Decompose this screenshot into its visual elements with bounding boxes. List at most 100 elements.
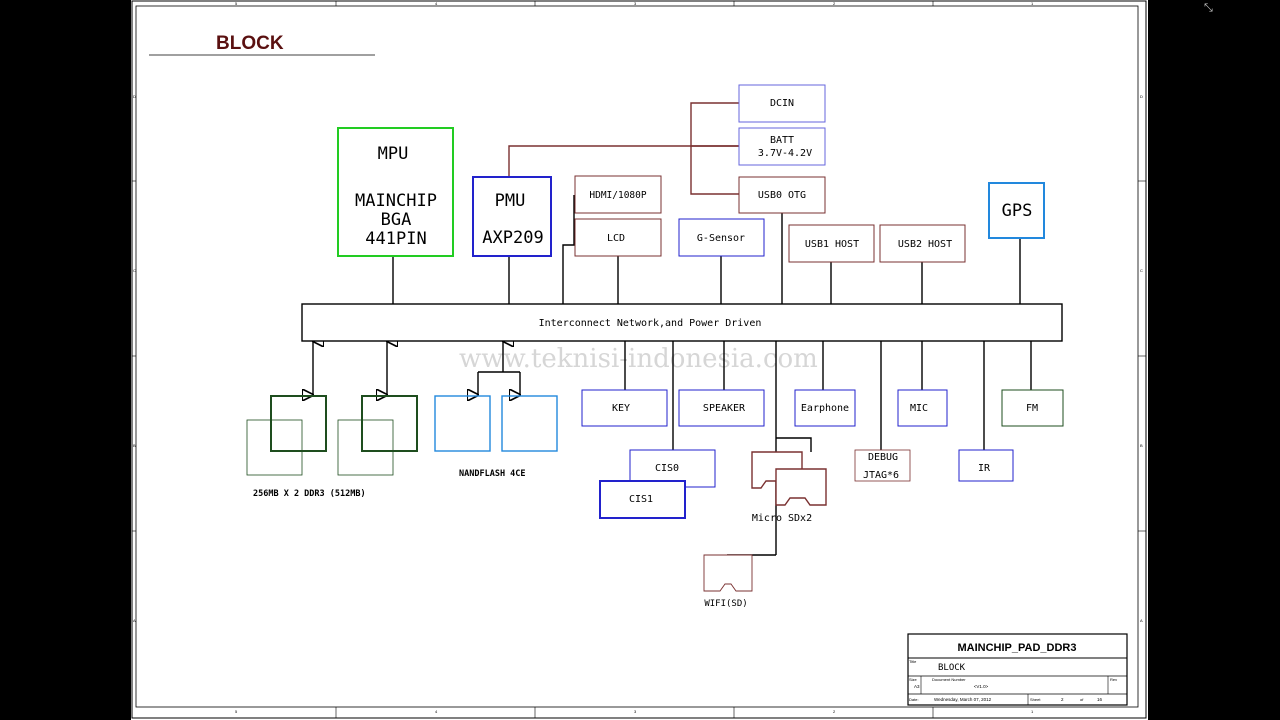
- col-marker: 4: [435, 1, 438, 6]
- col-marker: 5: [235, 1, 238, 6]
- usb1-host-label: USB1 HOST: [805, 239, 859, 250]
- dcin-label: DCIN: [770, 98, 794, 109]
- size-value: A3: [914, 684, 920, 689]
- col-marker: 5: [235, 709, 238, 714]
- usb1-host-block: USB1 HOST: [788, 224, 875, 263]
- gps-block: GPS: [988, 182, 1045, 239]
- title-field-label: Title: [909, 659, 917, 664]
- batt-label: BATT: [770, 135, 794, 146]
- nandflash-label: NANDFLASH 4CE: [459, 469, 526, 479]
- lcd-label: LCD: [607, 233, 625, 244]
- bus-wires: [392, 195, 1032, 556]
- earphone-block: Earphone: [794, 389, 856, 427]
- row-marker: A: [1140, 618, 1143, 623]
- bus-label: Interconnect Network,and Power Driven: [539, 318, 762, 329]
- cis0-label: CIS0: [655, 463, 679, 474]
- row-marker: D: [1140, 94, 1143, 99]
- fm-block: FM: [1001, 389, 1064, 427]
- microsd-label: Micro SDx2: [752, 513, 812, 524]
- row-marker: B: [133, 443, 136, 448]
- key-label: KEY: [612, 403, 630, 414]
- row-marker: A: [133, 618, 136, 623]
- sheet-label: Sheet: [1030, 697, 1041, 702]
- date-value: Wednesday, March 07, 2012: [934, 697, 992, 702]
- company-name: MAINCHIP_PAD_DDR3: [958, 642, 1077, 654]
- of-label: of: [1080, 697, 1084, 702]
- usb0-otg-label: USB0 OTG: [758, 190, 806, 201]
- sheet-number: 2: [1061, 697, 1064, 702]
- mpu-chip: MAINCHIP: [355, 191, 437, 211]
- col-marker: 4: [435, 709, 438, 714]
- rev-label: Rev: [1110, 677, 1117, 682]
- mic-label: MIC: [910, 403, 928, 414]
- col-marker: 1: [1031, 1, 1034, 6]
- speaker-label: SPEAKER: [703, 403, 746, 414]
- batt-voltage: 3.7V-4.2V: [758, 148, 812, 159]
- ddr3-label: 256MB X 2 DDR3 (512MB): [253, 489, 366, 499]
- row-marker: C: [1140, 268, 1143, 273]
- cis1-label: CIS1: [629, 494, 653, 505]
- close-viewer-icon[interactable]: ⤡: [1204, 1, 1213, 14]
- title-block-text: MAINCHIP_PAD_DDR3 Title BLOCK Size A3 Do…: [909, 642, 1117, 702]
- pmu-label: PMU: [495, 191, 526, 211]
- key-block: KEY: [581, 389, 668, 427]
- schematic-sheet: 5 4 3 2 1 5 4 3 2 1 D C B A D C B A BLOC…: [131, 0, 1148, 720]
- usb2-host-label: USB2 HOST: [898, 239, 952, 250]
- debug-block: DEBUG JTAG*6: [854, 449, 911, 482]
- cis1-block: CIS1: [599, 480, 686, 519]
- pmu-chip: AXP209: [482, 228, 543, 248]
- sheet-border: [131, 0, 1147, 719]
- wifi-label: WIFI(SD): [704, 599, 747, 609]
- row-marker: B: [1140, 443, 1143, 448]
- dcin-block: DCIN: [738, 84, 826, 123]
- size-label: Size: [909, 677, 918, 682]
- gsensor-block: G-Sensor: [678, 218, 765, 257]
- border-labels: 5 4 3 2 1 5 4 3 2 1 D C B A D C B A: [133, 1, 1143, 714]
- date-label: Date:: [909, 697, 919, 702]
- interconnect-bus: Interconnect Network,and Power Driven: [301, 303, 1063, 342]
- earphone-label: Earphone: [801, 403, 849, 414]
- col-marker: 1: [1031, 709, 1034, 714]
- block-diagram: 5 4 3 2 1 5 4 3 2 1 D C B A D C B A BLOC…: [131, 0, 1147, 719]
- jtag-label: JTAG*6: [863, 470, 899, 481]
- debug-label: DEBUG: [868, 452, 898, 463]
- col-marker: 2: [833, 1, 836, 6]
- ddr3-memory: 256MB X 2 DDR3 (512MB): [246, 395, 418, 499]
- row-marker: D: [133, 94, 136, 99]
- wifi-block: WIFI(SD): [703, 554, 753, 609]
- memory-arrows: [313, 341, 520, 395]
- gps-label: GPS: [1002, 201, 1033, 221]
- watermark: www.teknisi-indonesia.com: [459, 344, 818, 374]
- title-field-value: BLOCK: [938, 663, 966, 673]
- col-marker: 3: [634, 709, 637, 714]
- fm-label: FM: [1026, 403, 1038, 414]
- usb0-otg-block: USB0 OTG: [738, 176, 826, 214]
- mpu-block: MPU MAINCHIP BGA 441PIN: [337, 127, 454, 257]
- batt-block: BATT 3.7V-4.2V: [738, 127, 826, 166]
- mpu-pins: 441PIN: [365, 229, 426, 249]
- ir-label: IR: [978, 463, 991, 474]
- power-wires: [508, 102, 739, 195]
- microsd-block: Micro SDx2: [751, 451, 827, 524]
- sheet-total: 16: [1097, 697, 1103, 702]
- lcd-block: LCD: [574, 218, 662, 257]
- usb2-host-block: USB2 HOST: [879, 224, 966, 263]
- row-marker: C: [133, 268, 136, 273]
- gsensor-label: G-Sensor: [697, 233, 745, 244]
- col-marker: 3: [634, 1, 637, 6]
- page-title: BLOCK: [216, 33, 284, 54]
- mpu-label: MPU: [378, 144, 409, 164]
- hdmi-block: HDMI/1080P: [574, 175, 662, 214]
- mic-block: MIC: [897, 389, 948, 427]
- col-marker: 2: [833, 709, 836, 714]
- mpu-package: BGA: [381, 210, 412, 230]
- border-ticks: [132, 1, 1146, 718]
- docnum-label: Document Number: [932, 677, 966, 682]
- nandflash-block: NANDFLASH 4CE: [434, 395, 558, 479]
- pmu-block: PMU AXP209: [472, 176, 552, 257]
- title-block: [907, 633, 1128, 706]
- speaker-block: SPEAKER: [678, 389, 765, 427]
- hdmi-label: HDMI/1080P: [589, 190, 646, 201]
- ir-block: IR: [958, 449, 1014, 482]
- docnum-value: <V1.0>: [974, 684, 989, 689]
